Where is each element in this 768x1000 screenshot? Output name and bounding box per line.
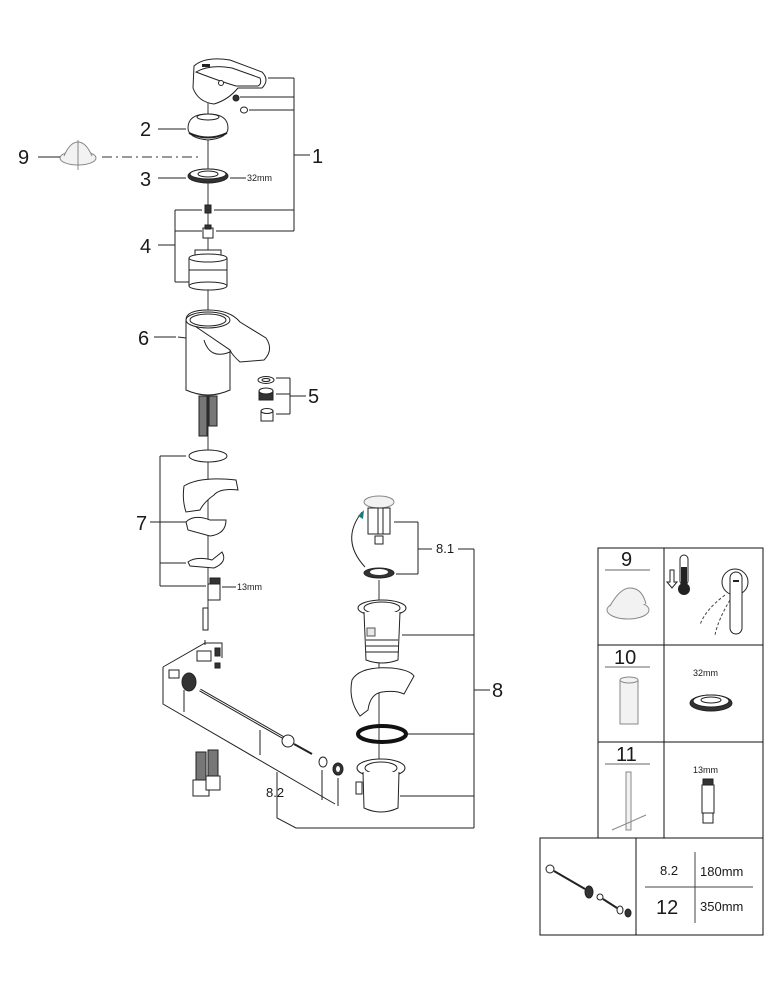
drain-body [350,599,415,813]
callout-4: 4 [140,236,151,258]
callout-3: 3 [140,169,151,191]
rod-part-8-2: 8.2 [660,863,678,878]
dimension-32mm: 32mm [247,173,272,183]
hose-left [198,395,208,437]
bracket-4 [158,209,202,283]
callout-5: 5 [308,386,319,408]
faucet-body [177,309,270,396]
thermometer-icon [665,554,690,595]
callout-1: 1 [312,146,323,168]
tool-10-icon [619,676,639,725]
legend-table [597,547,764,839]
tool-11-icon [611,771,647,831]
callout-2: 2 [140,119,151,141]
callout-6: 6 [138,328,149,350]
grub-screw [232,94,240,102]
screw-cap [240,106,248,114]
legend-dimension-13mm: 13mm [693,765,718,775]
nut-32mm-icon [689,694,733,712]
part-3-nut [187,168,229,184]
callout-8-2: 8.2 [266,785,284,800]
part-5-aerator [257,376,306,422]
callout-8: 8 [492,680,503,702]
pop-up-rod-icon [545,864,632,918]
pop-up-rod-assembly [162,640,474,829]
rod-length-180mm: 180mm [700,864,743,879]
rod-length-table [539,837,764,936]
part-2-cap [187,113,229,141]
hose-right [208,395,218,427]
cartridge [188,249,228,291]
part-7-mounting [150,449,239,631]
legend-number-11: 11 [616,744,637,766]
dimension-13mm: 13mm [237,582,262,592]
lever-handle [192,58,267,105]
legend-dimension-32mm: 32mm [693,668,718,678]
legend-number-9: 9 [621,549,632,571]
part-8-1-plug [351,495,474,579]
rod-part-12: 12 [656,897,678,919]
callout-8-1: 8.1 [436,541,454,556]
small-screw [204,204,212,214]
callout-7: 7 [136,513,147,535]
rod-length-350mm: 350mm [700,899,743,914]
bracket-8 [400,549,490,828]
hose-connectors [192,749,221,797]
lever-rotation-icon [699,568,749,636]
part-9-tool [59,140,97,170]
socket-13mm-icon [701,778,715,824]
bracket-1 [214,77,310,232]
legend-number-10: 10 [614,647,636,669]
callout-9: 9 [18,147,29,169]
